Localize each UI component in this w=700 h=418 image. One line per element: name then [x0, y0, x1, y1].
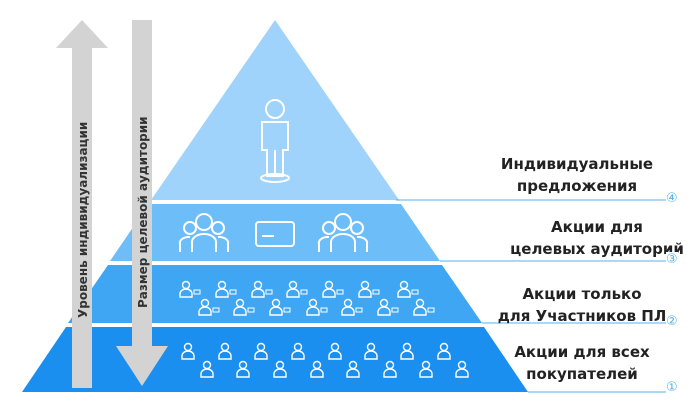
member-person-icon — [358, 280, 380, 298]
member-person-icon — [233, 298, 255, 316]
customer-person-icon — [236, 360, 250, 378]
group-icon — [317, 213, 369, 252]
tier-1-number: ① — [666, 380, 678, 395]
tier-4-label-line2: предложения — [516, 177, 638, 195]
customer-person-icon — [181, 342, 195, 360]
customer-person-icon — [291, 342, 305, 360]
card-icon — [255, 221, 295, 247]
member-person-icon — [413, 298, 435, 316]
member-person-icon — [215, 280, 237, 298]
pyramid-tier-2 — [68, 265, 482, 323]
tier-3-label-line2: целевых аудиторий — [510, 240, 684, 258]
tier-2-number: ② — [666, 314, 678, 329]
single-person-icon — [260, 99, 290, 183]
tier-1-label-line2: покупателей — [526, 365, 638, 383]
individualization-level-label: Уровень индивидуализации — [76, 121, 90, 318]
customer-person-icon — [254, 342, 268, 360]
arrow-down-audience-size — [116, 20, 168, 386]
member-person-icon — [322, 280, 344, 298]
customer-person-icon — [364, 342, 378, 360]
tier-2-label: Акции только для Участников ПЛ — [482, 283, 682, 327]
customer-person-icon — [200, 360, 214, 378]
audience-size-label: Размер целевой аудитории — [136, 116, 150, 308]
customer-person-icon — [218, 342, 232, 360]
arrow-up-individualization — [56, 20, 108, 388]
customer-person-icon — [455, 360, 469, 378]
group-icon — [178, 213, 230, 252]
all-customers-icon — [181, 342, 469, 378]
customer-person-icon — [346, 360, 360, 378]
tier-4-label: Индивидуальные предложения — [477, 153, 677, 197]
customer-person-icon — [419, 360, 433, 378]
customer-person-icon — [383, 360, 397, 378]
member-person-icon — [251, 280, 273, 298]
member-person-icon — [269, 298, 291, 316]
member-person-icon — [306, 298, 328, 316]
tier-3-number: ③ — [666, 252, 678, 267]
member-person-icon — [341, 298, 363, 316]
pyramid-tier-1 — [22, 327, 528, 392]
member-person-icon — [179, 280, 201, 298]
customer-person-icon — [310, 360, 324, 378]
tier-3-label: Акции для целевых аудиторий — [497, 216, 697, 260]
tier-2-label-line2: для Участников ПЛ — [497, 307, 667, 325]
member-person-icon — [286, 280, 308, 298]
tier-1-label: Акции для всех покупателей — [482, 341, 682, 385]
tier-3-label-line1: Акции для — [551, 218, 643, 236]
customer-person-icon — [437, 342, 451, 360]
tier-2-label-line1: Акции только — [522, 285, 642, 303]
customer-person-icon — [400, 342, 414, 360]
tier-1-label-line1: Акции для всех — [514, 343, 650, 361]
tier-4-number: ④ — [666, 191, 678, 206]
pyramid-tier-4 — [151, 20, 399, 200]
member-person-icon — [377, 298, 399, 316]
tier-4-label-line1: Индивидуальные — [500, 155, 654, 173]
member-person-icon — [198, 298, 220, 316]
customer-person-icon — [273, 360, 287, 378]
customer-person-icon — [328, 342, 342, 360]
pyramid-tier-3 — [110, 204, 440, 261]
member-person-icon — [397, 280, 419, 298]
members-with-cards-icon — [179, 280, 435, 316]
